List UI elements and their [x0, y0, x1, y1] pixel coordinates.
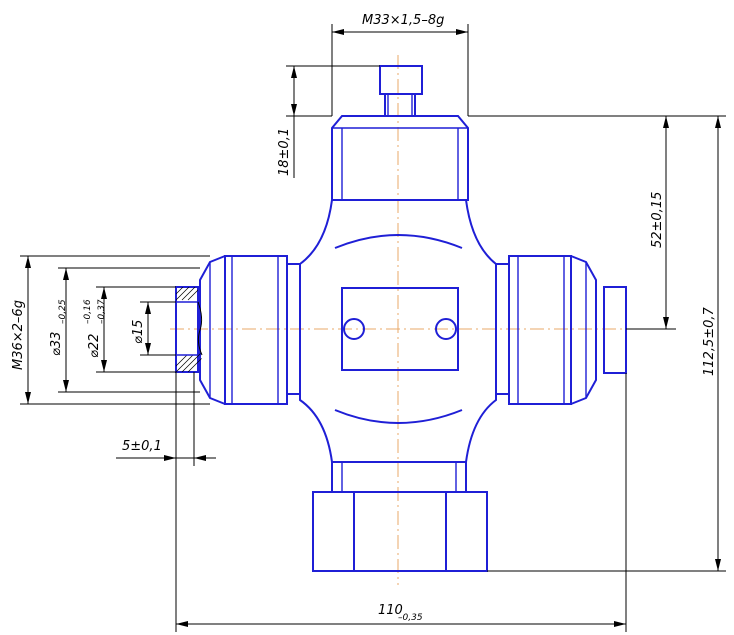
dia22-label: ⌀22	[87, 334, 102, 358]
right-nozzle	[603, 286, 627, 374]
top-knob	[379, 65, 423, 95]
center-plate	[341, 287, 459, 371]
top-knob-stem	[384, 93, 416, 117]
right-arm-body	[508, 255, 572, 405]
width-label: 110	[378, 603, 403, 618]
dia15-label: ⌀15	[131, 320, 146, 344]
cross-fitting-body	[175, 65, 627, 572]
top-length-label: 18±0,1	[277, 128, 292, 176]
left-pin-hole	[343, 318, 365, 340]
dia33-tolerance: –0,25	[58, 299, 68, 324]
lower-body-arc	[334, 409, 463, 424]
upper-body-arc	[334, 234, 463, 249]
left-arm-chamfer	[199, 255, 226, 405]
right-arm-chamfer	[570, 255, 597, 405]
width-tolerance: –0,35	[398, 613, 423, 623]
side-offset-label: 52±0,15	[650, 192, 665, 248]
left-thread-label: M36×2–6g	[11, 300, 26, 370]
total-height-label: 112,5±0,7	[702, 306, 717, 376]
shoulder-label: 5±0,1	[122, 439, 162, 454]
dimension-annotations: M33×1,5–8g 18±0,1 52±0,15 112,5±0,7 M36×…	[11, 13, 726, 632]
bottom-hex-nut	[312, 491, 488, 572]
lower-neck	[331, 461, 467, 493]
right-pin-hole	[435, 318, 457, 340]
top-thread-label: M33×1,5–8g	[362, 13, 444, 28]
dia22-tolerance-upper: –0,16	[83, 299, 93, 324]
center-lines	[170, 55, 640, 585]
dia22-tolerance-lower: –0,37	[97, 299, 107, 324]
left-arm-body	[224, 255, 288, 405]
dia33-label: ⌀33	[49, 332, 64, 356]
left-nozzle-section	[175, 286, 203, 373]
